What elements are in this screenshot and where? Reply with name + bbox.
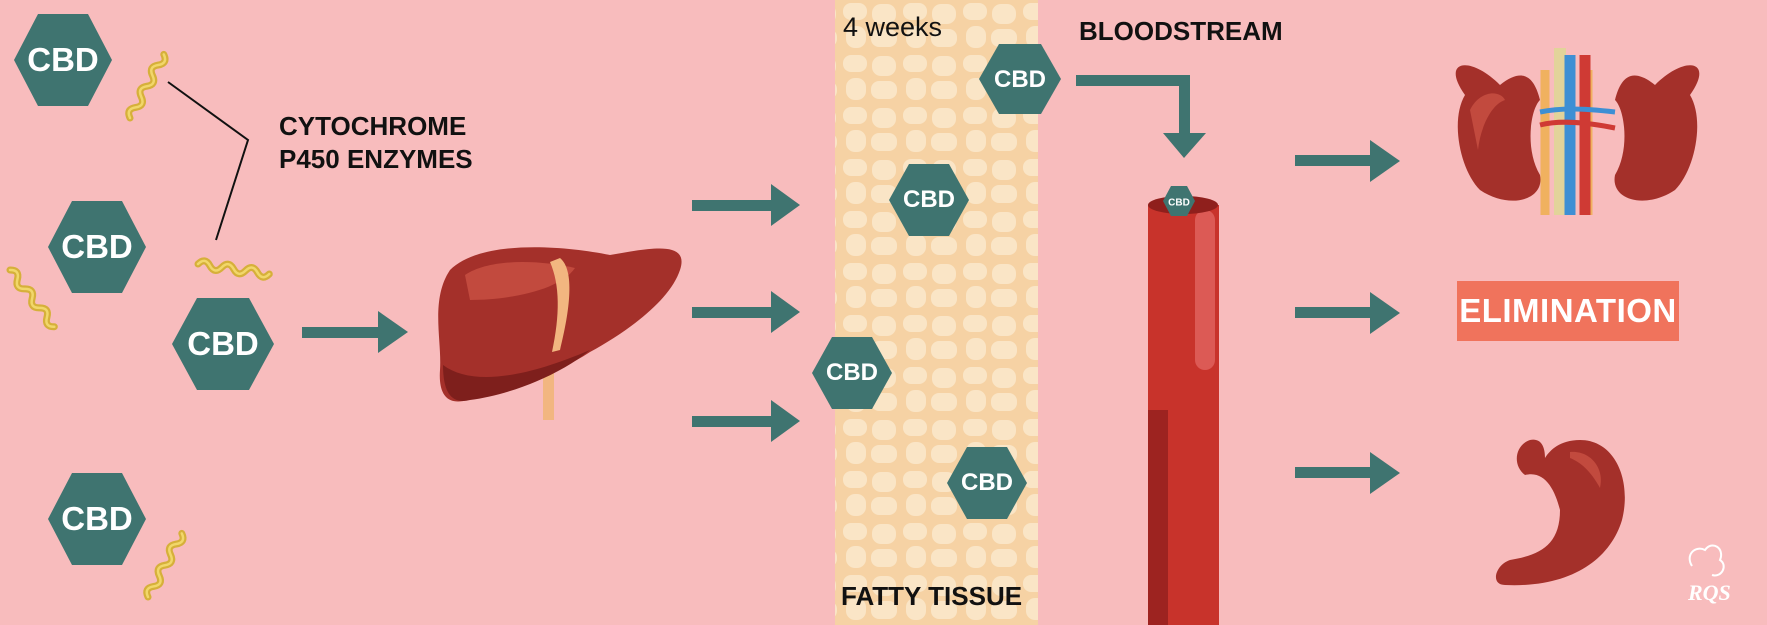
stomach-illustration xyxy=(1495,439,1625,586)
duration-label: 4 weeks xyxy=(843,12,943,42)
arrow-to-fat-3 xyxy=(692,400,800,442)
bloodstream-label: BLOODSTREAM xyxy=(1079,16,1283,46)
brand-mark: RQS xyxy=(1688,580,1731,605)
cbd-hexagon xyxy=(172,298,274,390)
arrow-into-bloodstream xyxy=(1076,75,1206,158)
enzymes-label-line-1: CYTOCHROME xyxy=(279,111,467,141)
cbd-hexagon xyxy=(812,337,892,409)
cbd-label: CBD xyxy=(826,359,878,386)
cbd-label: CBD xyxy=(61,500,133,537)
enzymes-label: CYTOCHROME P450 ENZYMES xyxy=(279,110,473,176)
cbd-label: CBD xyxy=(1168,197,1190,209)
arrows xyxy=(302,75,1400,494)
cbd-hexagon xyxy=(14,14,112,106)
arrow-to-elimination xyxy=(1295,292,1400,334)
fatty-tissue-label: FATTY TISSUE xyxy=(841,581,1023,611)
enzyme-pointer-line xyxy=(167,81,250,241)
cbd-hexagon xyxy=(48,201,146,293)
cbd-hexagon xyxy=(979,44,1061,114)
cbd-label: CBD xyxy=(994,66,1046,93)
arrow-to-kidneys xyxy=(1295,140,1400,182)
cbd-hexagon xyxy=(48,473,146,565)
arrow-to-stomach xyxy=(1295,452,1400,494)
enzymes-label-line-2: P450 ENZYMES xyxy=(279,144,473,174)
cbd-label: CBD xyxy=(903,186,955,213)
liver-illustration xyxy=(438,247,682,420)
cbd-hexagons xyxy=(14,14,1195,565)
cbd-hexagon xyxy=(947,447,1027,519)
arrow-to-liver xyxy=(302,311,408,353)
cbd-hexagon xyxy=(1163,186,1195,216)
elimination-label: ELIMINATION xyxy=(1457,281,1679,341)
cbd-label: CBD xyxy=(187,325,259,362)
enzyme-spiral xyxy=(7,268,58,330)
kidneys-illustration xyxy=(1455,48,1700,215)
cbd-label: CBD xyxy=(27,41,99,78)
cbd-hexagon xyxy=(889,164,969,236)
arrow-to-fat-2 xyxy=(692,291,800,333)
arrow-to-fat-1 xyxy=(692,184,800,226)
cbd-label: CBD xyxy=(61,228,133,265)
cbd-label: CBD xyxy=(961,469,1013,496)
enzyme-spiral xyxy=(197,260,269,278)
enzyme-spiral xyxy=(144,532,185,599)
brand-lion-icon xyxy=(1688,544,1725,577)
enzyme-spiral xyxy=(126,53,167,120)
blood-vessel-illustration xyxy=(1148,196,1219,625)
